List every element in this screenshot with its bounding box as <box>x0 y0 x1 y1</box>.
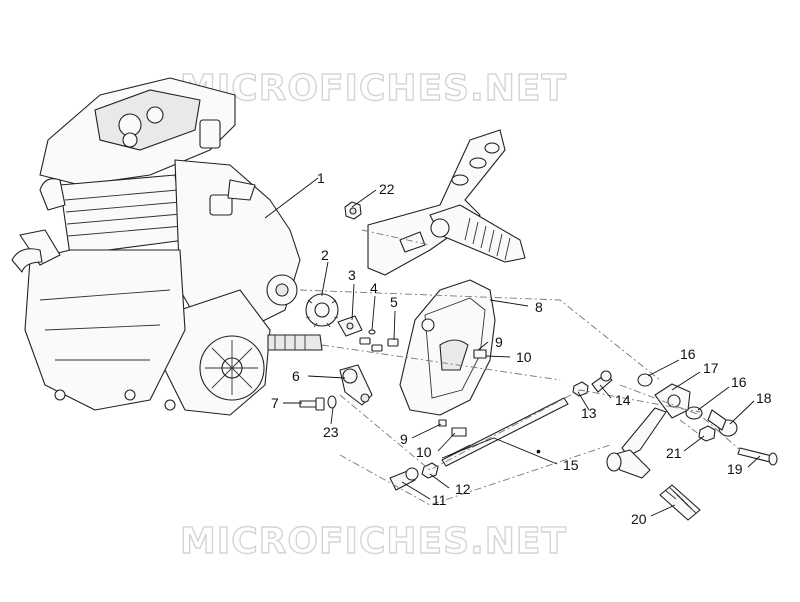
callout-16-left: 16 <box>680 346 696 362</box>
callout-3: 3 <box>348 267 356 283</box>
part-11-12-balljoint <box>389 462 439 491</box>
callout-12: 12 <box>455 481 471 497</box>
part-15-shift-rod <box>441 397 569 467</box>
callout-8: 8 <box>535 299 543 315</box>
callout-labels: 1 2 3 4 5 6 7 8 9 9 10 10 11 12 13 14 15… <box>271 170 772 527</box>
watermark-bottom: MICROFICHES.NET <box>180 521 567 562</box>
footpeg <box>429 204 526 263</box>
part-21-nut <box>698 425 716 442</box>
callout-6: 6 <box>292 368 300 384</box>
callout-4: 4 <box>370 280 378 296</box>
part-3-plate <box>337 315 363 337</box>
callout-13: 13 <box>581 405 597 421</box>
callout-22: 22 <box>379 181 395 197</box>
part-18-pivot <box>707 409 738 437</box>
assembly-lines <box>299 229 741 506</box>
callout-15: 15 <box>563 457 579 473</box>
part-8-sprocket-cover <box>399 279 496 416</box>
callout-2: 2 <box>321 247 329 263</box>
callout-19: 19 <box>727 461 743 477</box>
callout-10-upper: 10 <box>516 349 532 365</box>
engine-assembly <box>11 77 323 416</box>
callout-16-right: 16 <box>731 374 747 390</box>
callout-17: 17 <box>703 360 719 376</box>
callout-23: 23 <box>323 424 339 440</box>
callout-7: 7 <box>271 395 279 411</box>
callout-10-lower: 10 <box>416 444 432 460</box>
callout-9-lower: 9 <box>400 431 408 447</box>
callout-9-upper: 9 <box>495 334 503 350</box>
callout-5: 5 <box>390 294 398 310</box>
part-13-14-balljoint <box>572 370 613 397</box>
leader-lines <box>264 177 761 517</box>
part-19-bolt <box>737 447 778 466</box>
callout-18: 18 <box>756 390 772 406</box>
part-4-5-fasteners <box>359 329 399 352</box>
part-17-shift-lever <box>606 383 691 479</box>
callout-1: 1 <box>317 170 325 186</box>
callout-11: 11 <box>432 492 447 508</box>
callout-20: 20 <box>631 511 647 527</box>
center-mark: • <box>536 443 541 459</box>
part-7-23-bolt <box>299 395 337 411</box>
part-22-nut <box>344 201 362 220</box>
callout-21: 21 <box>666 445 682 461</box>
callout-14: 14 <box>615 392 631 408</box>
part-2-sprocket <box>305 292 339 328</box>
part-20-rubber <box>659 484 701 521</box>
watermark-top: MICROFICHES.NET <box>180 68 567 109</box>
part-9-10-bolts <box>438 349 487 437</box>
part-6-shift-arm <box>339 364 373 406</box>
